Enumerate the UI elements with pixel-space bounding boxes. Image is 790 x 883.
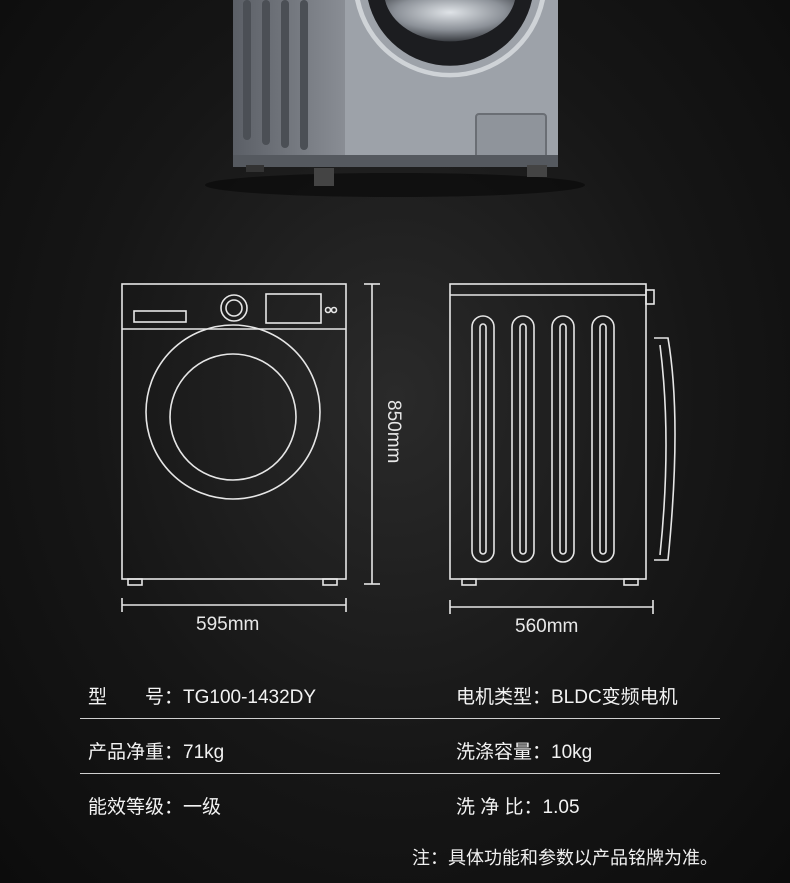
dimension-diagram [121,283,676,614]
side-view [449,283,676,586]
spec-wash-capacity: 洗涤容量：10kg [456,742,593,763]
width-dimension-line [121,598,347,612]
depth-label: 560mm [515,616,579,637]
spec-energy-grade: 能效等级：一级 [88,797,222,818]
height-label: 850mm [383,400,404,464]
spec-row: 产品净重：71kg 洗涤容量：10kg [80,719,720,774]
spec-wash-ratio: 洗 净 比：1.05 [456,797,580,818]
depth-dimension-line [449,600,654,614]
spec-row: 型 号：TG100-1432DY 电机类型：BLDC变频电机 [80,664,720,719]
washing-machine-photo [205,0,585,197]
height-dimension-line [364,283,380,585]
spec-motor-type: 电机类型：BLDC变频电机 [456,687,678,708]
spec-row: 能效等级：一级 洗 净 比：1.05 [80,774,720,828]
spec-net-weight: 产品净重：71kg [88,742,225,763]
footnote: 注：具体功能和参数以产品铭牌为准。 [412,848,718,868]
spec-model: 型 号：TG100-1432DY [88,687,317,708]
width-label: 595mm [196,614,260,635]
spec-table: 型 号：TG100-1432DY 电机类型：BLDC变频电机 产品净重：71kg… [80,664,720,828]
front-view [121,283,347,586]
